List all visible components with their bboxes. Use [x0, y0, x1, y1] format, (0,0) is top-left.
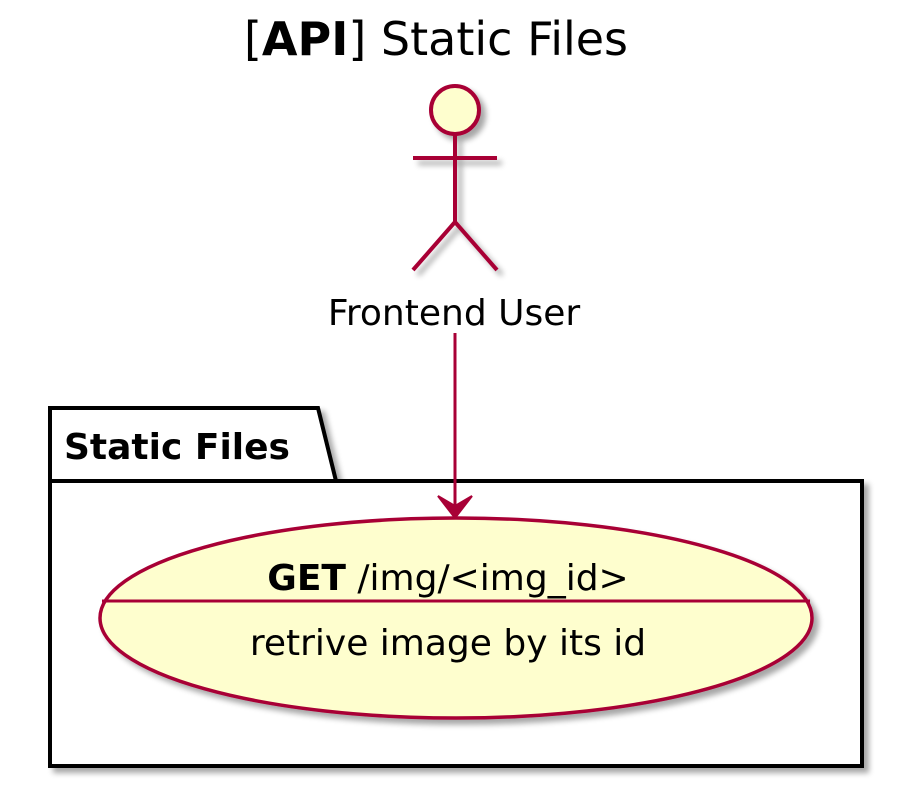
- usecase-ellipse: [98, 516, 814, 720]
- title-rest: Static Files: [366, 12, 628, 66]
- diagram-title: [API] Static Files: [244, 12, 628, 66]
- title-bracket-close: ]: [348, 12, 366, 66]
- actor-left-leg: [411, 220, 457, 272]
- usecase-description: retrive image by its id: [250, 623, 646, 664]
- usecase-method: GET: [267, 558, 346, 599]
- arrowhead-icon: [437, 495, 473, 520]
- title-bracket-open: [: [244, 12, 262, 66]
- usecase-title: GET /img/<img_id>: [267, 558, 628, 599]
- title-bold: API: [262, 12, 348, 66]
- actor-head: [429, 84, 481, 136]
- package-label: Static Files: [64, 427, 290, 468]
- actor-right-leg: [453, 220, 499, 272]
- actor-label: Frontend User: [328, 293, 581, 334]
- usecase-path: /img/<img_id>: [346, 558, 629, 599]
- usecase: GET /img/<img_id> retrive image by its i…: [98, 516, 814, 720]
- actor-icon: [411, 84, 499, 272]
